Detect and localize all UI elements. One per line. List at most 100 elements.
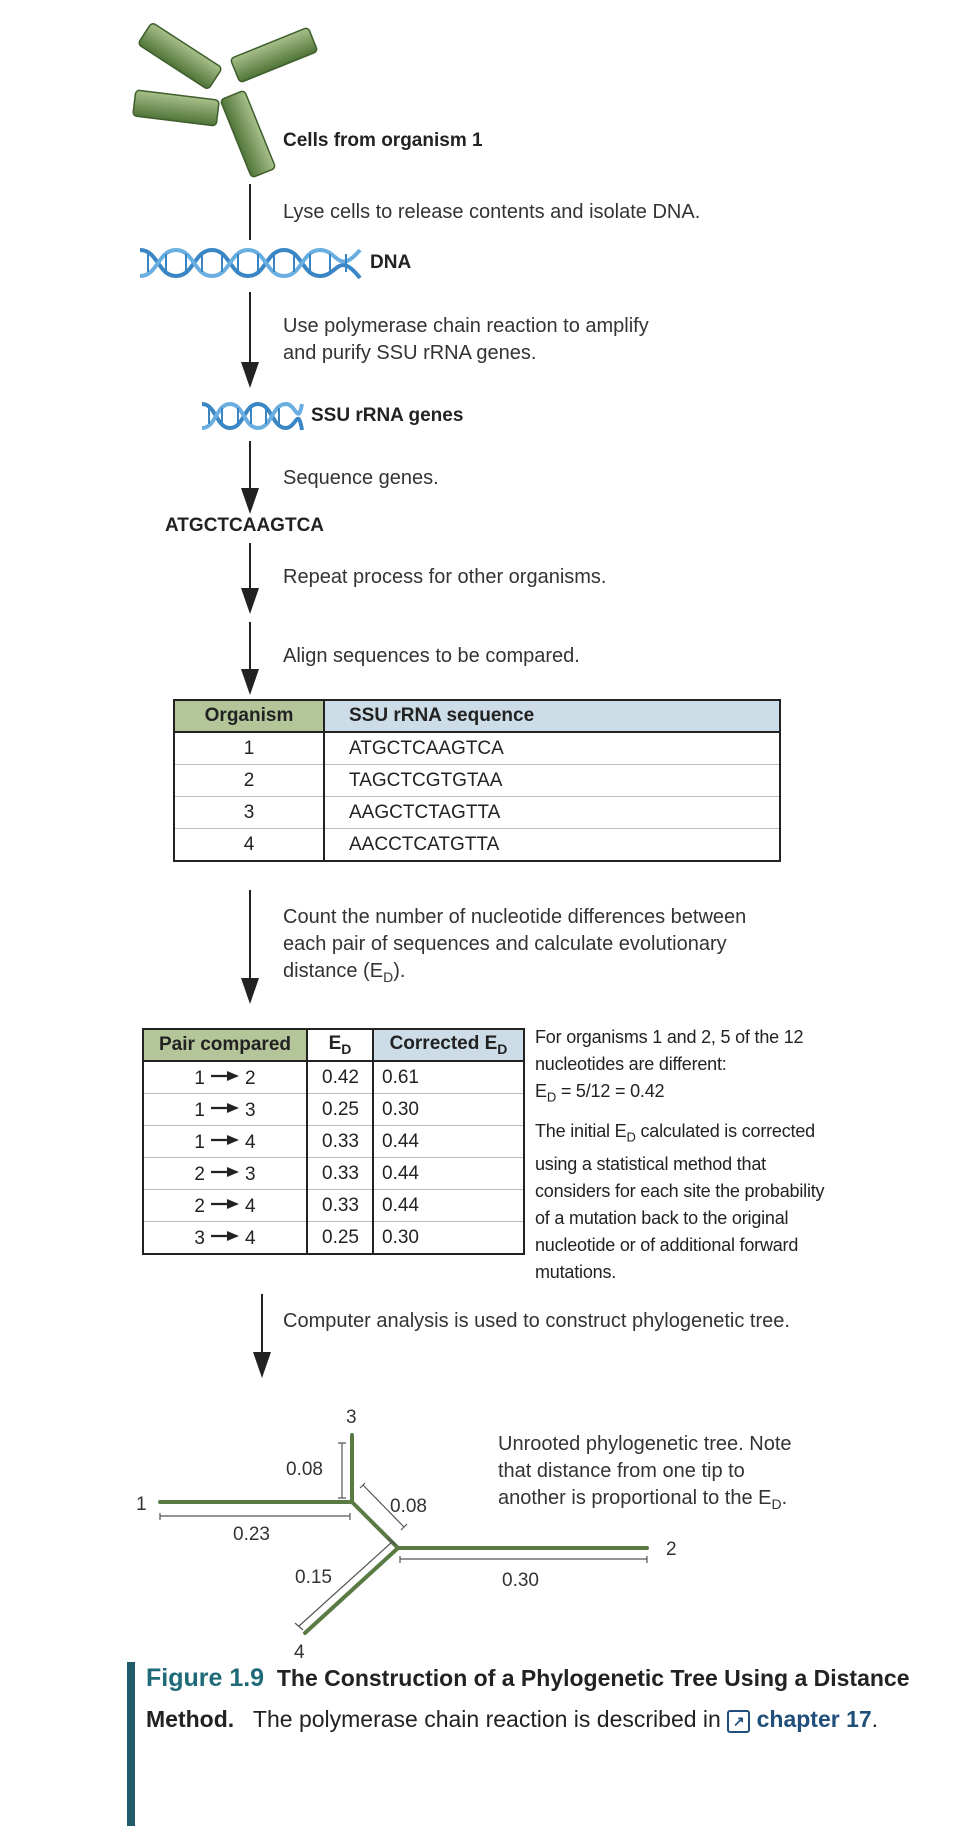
ed-header-text: E (328, 1033, 342, 1055)
pair-from: 2 (194, 1196, 205, 1217)
note-line: mutations. (535, 1261, 617, 1282)
pair-header: Pair compared (143, 1029, 308, 1062)
branch-length-label: 0.30 (502, 1570, 539, 1591)
tree-note-text: . (781, 1487, 788, 1509)
tree-note-sub: D (771, 1496, 782, 1512)
branch-organism-4 (303, 1546, 400, 1635)
ed-cell: 0.33 (307, 1125, 374, 1158)
sequence-arrow-line (249, 441, 251, 491)
branch-length-label: 0.08 (390, 1496, 427, 1517)
figure-title: The Construction of a Phylogenetic Tree … (146, 1665, 910, 1732)
corrected-cell: 0.61 (373, 1060, 524, 1094)
sequence-cell: TAGCTCGTGTAA (324, 764, 780, 797)
count-line: each pair of sequences and calculate evo… (283, 933, 727, 955)
organism-cell: 3 (174, 796, 325, 829)
tree-note: Unrooted phylogenetic tree. Note that di… (498, 1431, 792, 1518)
count-arrow-line (249, 890, 251, 996)
tree-arrow-line (261, 1294, 263, 1364)
count-text: distance (E (283, 960, 384, 982)
tree-arrow-head (253, 1352, 271, 1378)
pcr-arrow-line (249, 292, 251, 364)
ed-cell: 0.33 (307, 1157, 374, 1190)
tree-note-line: that distance from one tip to (498, 1460, 745, 1482)
note-sub: D (546, 1089, 557, 1105)
ed-cell: 0.42 (307, 1060, 374, 1094)
pcr-arrow-head (241, 362, 259, 388)
align-step-text: Align sequences to be compared. (283, 645, 580, 667)
scale-bar-3 (338, 1442, 346, 1499)
note-text: E (535, 1081, 547, 1101)
cells-illustration (132, 23, 318, 178)
corrected-header: Corrected ED (373, 1029, 524, 1062)
right-arrow-icon (211, 1193, 239, 1215)
pair-from: 1 (194, 1132, 205, 1153)
right-arrow-icon (211, 1161, 239, 1183)
note-line: considers for each site the probability (535, 1180, 825, 1201)
genes-label: SSU rRNA genes (311, 405, 464, 426)
corrected-header-sub: D (497, 1040, 508, 1057)
organism-header: Organism (174, 700, 325, 733)
pair-to: 2 (245, 1068, 256, 1089)
caption-bar (127, 1662, 135, 1826)
pcr-step-text: Use polymerase chain reaction to amplify… (283, 313, 649, 367)
right-arrow-icon (211, 1129, 239, 1151)
pair-to: 4 (245, 1132, 256, 1153)
caption-end: . (871, 1706, 879, 1732)
count-step-text: Count the number of nucleotide differenc… (283, 904, 746, 991)
corrected-cell: 0.44 (373, 1125, 524, 1158)
cell-shape (132, 89, 220, 127)
cell-shape (220, 90, 276, 178)
gene-helix-icon (201, 401, 304, 431)
pair-to: 4 (245, 1196, 256, 1217)
count-line: distance (ED). (283, 958, 746, 991)
pcr-line: Use polymerase chain reaction to amplify (283, 315, 649, 337)
cells-label: Cells from organism 1 (283, 130, 483, 151)
organism-cell: 2 (174, 764, 325, 797)
figure-caption: Figure 1.9 The Construction of a Phyloge… (146, 1658, 936, 1740)
tip-label: 2 (666, 1539, 677, 1560)
note-line: nucleotides are different: (535, 1054, 727, 1074)
corrected-header-text: Corrected E (389, 1033, 498, 1055)
sequence-cell: ATGCTCAAGTCA (324, 731, 780, 765)
note-text: = 5/12 = 0.42 (556, 1081, 665, 1101)
count-arrow-head (241, 978, 259, 1004)
tip-label: 1 (136, 1494, 147, 1515)
tip-label: 4 (294, 1642, 305, 1663)
ed-header: ED (307, 1029, 374, 1062)
branch-length-label: 0.23 (233, 1524, 270, 1545)
scale-bar-2 (399, 1556, 648, 1563)
note-sub: D (626, 1129, 636, 1145)
chapter-link[interactable]: ↗ chapter 17 (727, 1706, 872, 1733)
organism-cell: 1 (174, 731, 325, 765)
chapter-link-text[interactable]: chapter 17 (756, 1706, 872, 1732)
tip-label: 3 (346, 1407, 357, 1428)
sequence-arrow-head (241, 488, 259, 514)
sequence-header: SSU rRNA sequence (324, 700, 780, 733)
pair-from: 2 (194, 1164, 205, 1185)
cell-shape (230, 27, 318, 83)
note-text: calculated is corrected (635, 1121, 815, 1141)
repeat-step-text: Repeat process for other organisms. (283, 566, 607, 588)
pair-from: 3 (194, 1228, 205, 1249)
note-line: using a statistical method that (535, 1153, 766, 1174)
sequence-cell: AACCTCATGTTA (324, 828, 780, 861)
align-arrow-line (249, 622, 251, 672)
tree-note-line: another is proportional to the ED. (498, 1485, 792, 1518)
scale-bar-internal (359, 1482, 408, 1531)
external-link-icon: ↗ (727, 1710, 751, 1733)
ed-header-sub: D (341, 1040, 352, 1057)
